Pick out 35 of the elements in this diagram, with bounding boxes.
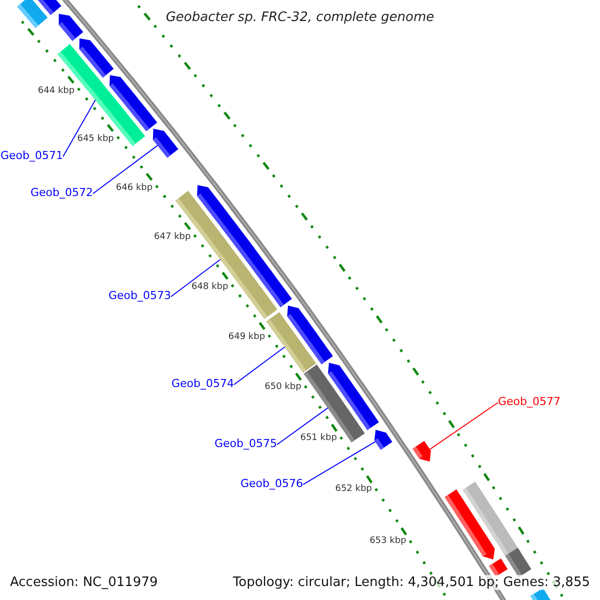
scale-label: 648 kbp [192, 282, 228, 292]
gene-feature [79, 38, 114, 78]
genome-info-text: Topology: circular; Length: 4,304,501 bp; Genes: 3,855 [232, 575, 590, 590]
scale-label: 652 kbp [335, 485, 372, 494]
scale-label: 646 kbp [116, 184, 153, 194]
gene-label: Geob_0575 [214, 438, 277, 449]
scale-label: 644 kbp [38, 87, 75, 96]
gene-feature [110, 75, 158, 132]
leader-line [429, 402, 498, 450]
gene-label: Geob_0573 [108, 290, 171, 301]
title: Geobacter sp. FRC-32, complete genome [166, 11, 434, 24]
leader-line [234, 346, 286, 386]
scale-label: 650 kbp [264, 383, 302, 392]
gene-feature [152, 128, 178, 158]
gene-feature [287, 306, 333, 364]
leader-line [92, 144, 158, 194]
scale-label: 651 kbp [300, 434, 337, 444]
leader-line [170, 258, 221, 298]
gene-feature [462, 482, 518, 556]
scale-label: 649 kbp [228, 332, 266, 342]
scale-label: 653 kbp [370, 537, 406, 546]
gene-label: Geob_0576 [240, 478, 303, 489]
accession-text: Accession: NC_011979 [10, 575, 158, 590]
leader-line [276, 407, 328, 446]
gene-label: Geob_0572 [30, 187, 93, 198]
gene-feature [374, 430, 392, 450]
gene-label: Geob_0574 [172, 378, 234, 389]
gene-feature [58, 14, 84, 41]
gene-label: Geob_0577 [498, 396, 560, 407]
scale-label: 647 kbp [154, 233, 191, 242]
scale-label: 645 kbp [77, 135, 114, 144]
gene-feature [412, 440, 431, 462]
leader-line [302, 441, 376, 486]
gene-label: Geob_0571 [0, 150, 63, 161]
gene-feature [328, 362, 379, 430]
